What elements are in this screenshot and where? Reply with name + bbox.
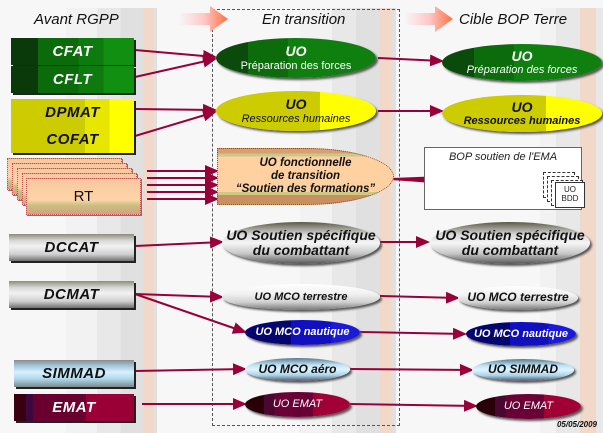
arrow-t-simmad [349, 363, 474, 376]
source-rt: RT [26, 178, 141, 215]
target-uo-ressources-humaines: UO Ressources humaines [442, 95, 602, 132]
arrow-dcmat-terrestre [134, 290, 224, 303]
arrow-t-terrestre [379, 291, 460, 304]
arrow-cflt [134, 55, 217, 78]
left-column-stripe [143, 8, 157, 433]
source-dcmat: DCMAT [9, 281, 134, 308]
source-emat: EMAT [14, 394, 134, 421]
transition-frame [212, 9, 400, 426]
column-title-transition: En transition [262, 11, 346, 28]
source-dccat: DCCAT [9, 234, 134, 261]
arrow-t-emat [349, 399, 478, 412]
footer-date: 05/05/2009 [556, 420, 597, 429]
source-dpmat: DPMAT [11, 99, 134, 126]
arrow-dpmat [134, 103, 217, 116]
header-arrow-icon-2 [405, 6, 453, 32]
transition-uo-emat: UO EMAT [245, 392, 350, 417]
transition-uo-mco-terrestre: UO MCO terrestre [222, 284, 380, 310]
transition-uo-mco-aero: UO MCO aéro [245, 358, 350, 381]
target-uo-mco-nautique: UO MCO nautique [466, 322, 576, 346]
source-simmad: SIMMAD [14, 360, 134, 387]
target-uo-soutien-combattant: UO Soutien spécifique du combattant [430, 222, 590, 264]
source-cofat: COFAT [11, 126, 134, 153]
middle-column-stripe [380, 8, 396, 433]
arrow-simmad [134, 363, 247, 376]
transition-uo-preparation-forces: UO Préparation des forces [216, 38, 376, 78]
arrow-dcmat-nautique [134, 293, 247, 334]
arrow-dccat [134, 236, 224, 249]
target-uo-emat: UO EMAT [476, 394, 581, 419]
arrow-t-nautique [359, 327, 467, 340]
column-title-avant: Avant RGPP [34, 11, 119, 28]
source-cfat: CFAT [11, 38, 134, 65]
target-uo-preparation-forces: UO Préparation des forces [442, 44, 602, 81]
arrow-t-prep [377, 54, 444, 67]
transition-uo-fonctionnelle: UO fonctionnelle de transition “Soutien … [217, 148, 394, 205]
transition-uo-soutien-combattant: UO Soutien spécifique du combattant [222, 222, 380, 264]
transition-uo-mco-nautique: UO MCO nautique [245, 320, 360, 345]
source-cflt: CFLT [11, 66, 134, 93]
transition-uo-ressources-humaines: UO Ressources humaines [216, 91, 376, 131]
header-arrow-icon-1 [180, 6, 228, 32]
arrow-cfat [134, 49, 217, 62]
target-uo-mco-terrestre: UO MCO terrestre [458, 286, 578, 310]
target-uo-simmad: UO SIMMAD [472, 359, 574, 381]
uo-bdd-card: UO BDD [555, 182, 585, 208]
arrow-cofat [134, 109, 217, 137]
column-title-cible: Cible BOP Terre [459, 11, 568, 28]
bop-soutien-ema-box: BOP soutien de l'EMA UO BDD [424, 147, 585, 210]
